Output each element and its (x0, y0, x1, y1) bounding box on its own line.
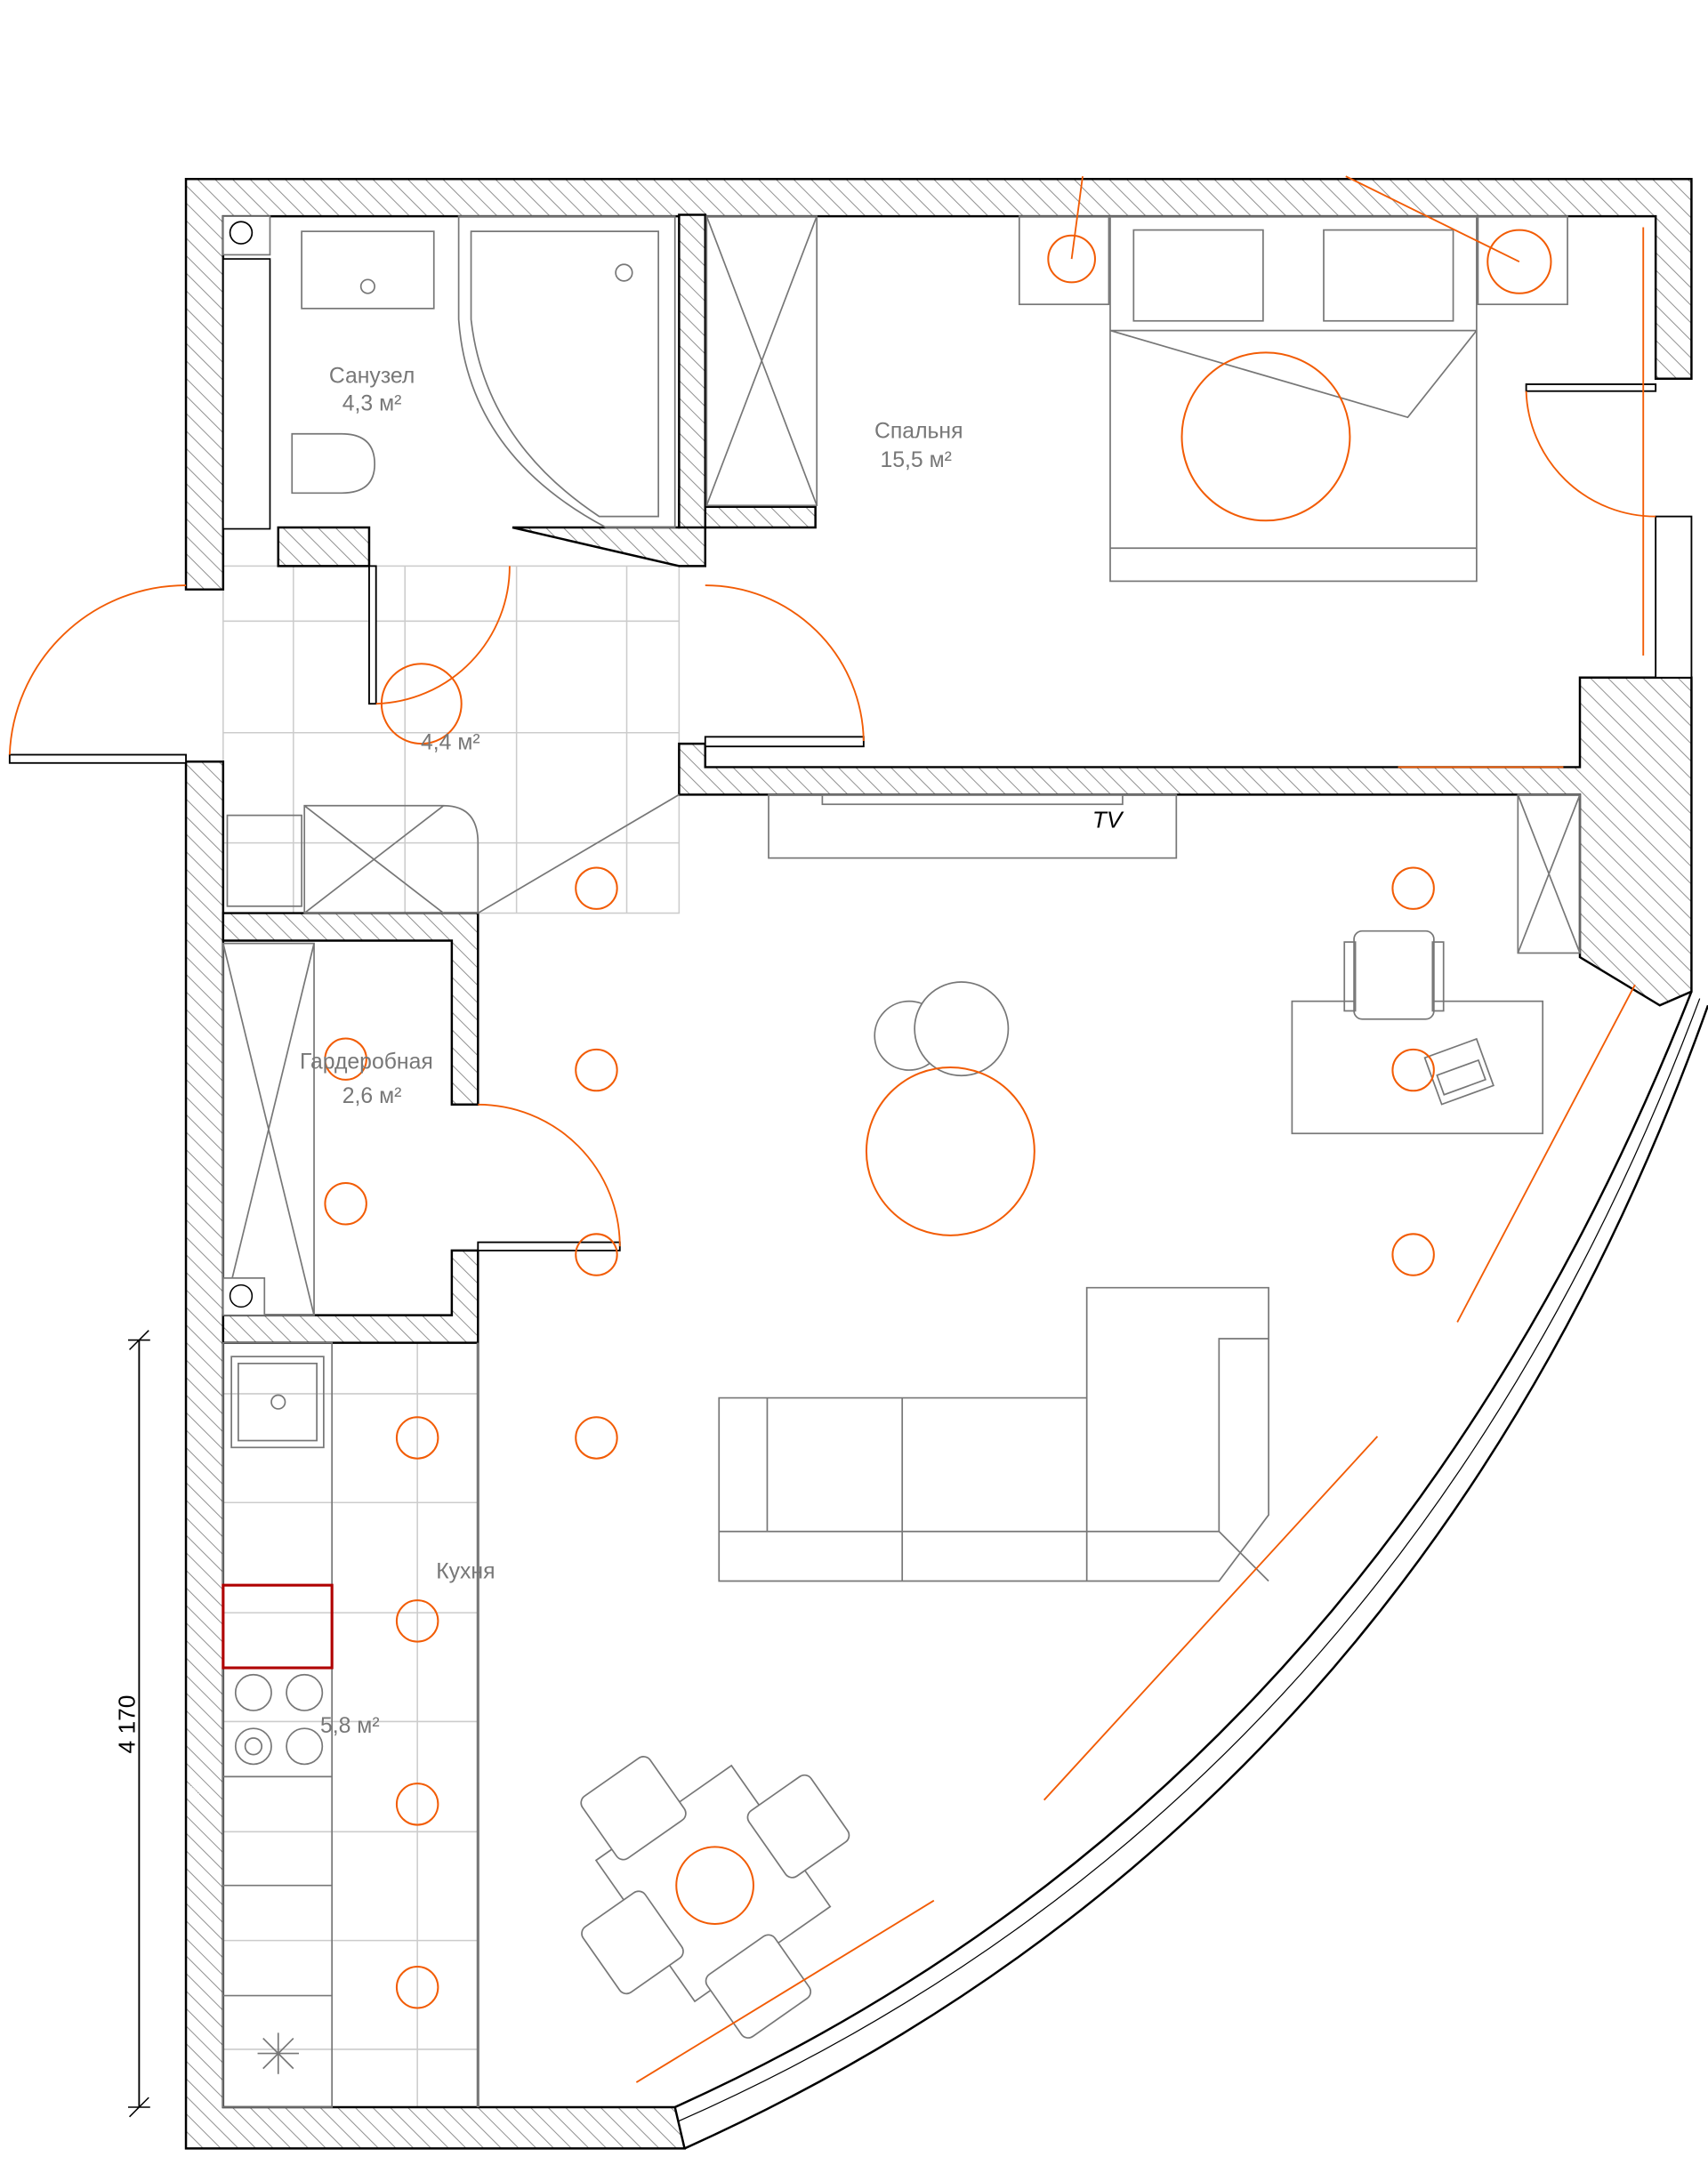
dimension-line: 4 170 (114, 1330, 150, 2118)
doors (8, 175, 1657, 2083)
room-area-bathroom: 4,3 м² (342, 391, 402, 415)
room-name-bedroom: Спальня (874, 419, 963, 443)
room-area-bedroom: 15,5 м² (880, 448, 951, 472)
dressing-room-furniture (222, 942, 315, 1316)
kitchen-furniture (222, 1341, 479, 2108)
hallway-wardrobe (226, 793, 680, 914)
bathroom-fixtures (222, 215, 676, 530)
room-area-hallway: 4,4 м² (421, 730, 480, 754)
tv-label: TV (1092, 807, 1124, 833)
living-furniture: TV (580, 793, 1581, 2039)
room-name-bathroom: Санузел (329, 364, 415, 388)
room-name-kitchen: Кухня (436, 1559, 495, 1583)
walls (184, 178, 1708, 2150)
vent-icon (257, 2032, 299, 2074)
ceiling-lights (324, 229, 1552, 2009)
bedroom-furniture (705, 215, 1568, 583)
room-area-dressing: 2,6 м² (342, 1084, 402, 1108)
room-area-kitchen: 5,8 м² (320, 1714, 380, 1738)
highlight-cabinet (222, 1583, 334, 1670)
room-name-dressing: Гардеробная (300, 1050, 433, 1074)
dimension-label: 4 170 (114, 1695, 141, 1754)
